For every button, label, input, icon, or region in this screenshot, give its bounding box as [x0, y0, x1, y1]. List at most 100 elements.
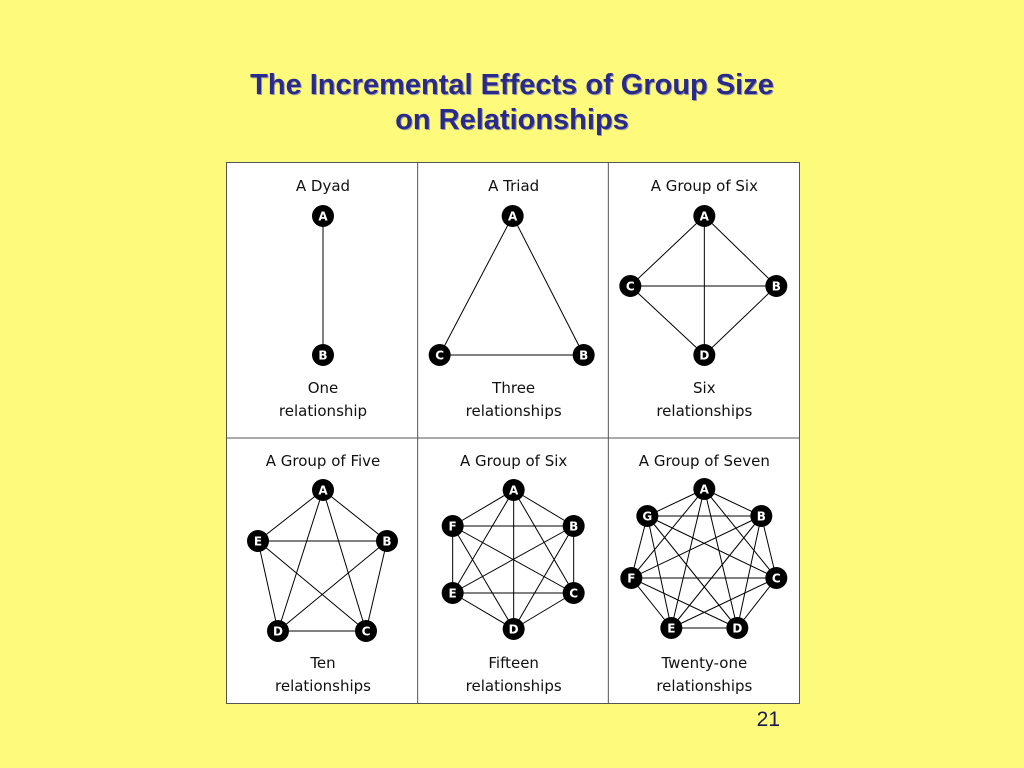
person-node-label-A: A — [509, 484, 519, 498]
person-node-A — [693, 478, 716, 500]
relationship-edge-AF — [452, 489, 514, 527]
relationship-edge-AC — [439, 215, 514, 356]
person-node-label-E: E — [667, 622, 675, 636]
person-node-D — [267, 620, 289, 642]
person-node-G — [636, 505, 659, 527]
person-node-label-D: D — [699, 349, 709, 363]
panel-caption-line-2: relationships — [656, 677, 752, 695]
person-node-label-F: F — [449, 520, 457, 534]
relationship-edge-AD — [277, 489, 324, 632]
person-node-E — [441, 582, 464, 604]
panel-caption-line-2: relationships — [275, 677, 371, 695]
slide-title-line-1: The Incremental Effects of Group Size — [250, 69, 774, 101]
relationship-edge-CD — [513, 592, 574, 630]
person-node-C — [765, 567, 788, 589]
person-node-label-E: E — [254, 535, 262, 549]
panel-caption-line-2: relationships — [656, 402, 752, 420]
person-node-label-B: B — [318, 349, 327, 363]
slide-title-line-2: on Relationships — [395, 104, 629, 136]
person-node-F — [441, 515, 464, 537]
relationship-edge-AC — [322, 489, 367, 632]
relationship-edge-AB — [512, 215, 585, 356]
person-node-E — [660, 617, 683, 639]
person-node-label-B: B — [569, 520, 578, 534]
relationship-edge-AC — [703, 488, 777, 579]
relationship-edge-AB — [703, 215, 777, 287]
person-node-label-C: C — [626, 280, 635, 294]
person-node-A — [693, 205, 716, 227]
person-node-B — [750, 505, 773, 527]
panel-title: A Triad — [488, 177, 539, 195]
panel-caption-line-1: One — [308, 379, 339, 397]
person-node-D — [502, 618, 525, 640]
person-node-label-B: B — [382, 535, 391, 549]
relationship-edge-AF — [630, 488, 705, 579]
person-node-label-E: E — [449, 587, 457, 601]
panel-title: A Group of Six — [460, 452, 567, 470]
person-node-B — [312, 344, 334, 366]
person-node-label-G: G — [642, 510, 652, 524]
panel-caption-line-1: Ten — [309, 654, 335, 672]
panel-caption-line-2: relationships — [466, 402, 562, 420]
relationship-edge-CE — [671, 577, 777, 629]
panel-seven: A Group of SevenTwenty-onerelationshipsA… — [620, 452, 788, 695]
panel-caption-line-1: Fifteen — [488, 654, 539, 672]
panel-caption-line-1: Twenty-one — [660, 654, 747, 672]
relationship-edge-AE — [670, 488, 705, 629]
person-node-A — [501, 205, 524, 227]
relationship-edge-CD — [629, 285, 705, 356]
person-node-D — [693, 344, 716, 366]
slide-title: The Incremental Effects of Group Size on… — [112, 68, 912, 138]
person-node-D — [726, 617, 749, 639]
person-node-C — [562, 582, 585, 604]
person-node-label-C: C — [362, 625, 371, 639]
relationship-edge-DF — [631, 577, 738, 629]
relationship-edge-CF — [452, 525, 574, 594]
panel-title: A Group of Five — [266, 452, 381, 470]
relationship-edge-BC — [365, 540, 388, 632]
relationship-edge-DF — [452, 525, 515, 630]
relationship-edge-DG — [646, 515, 738, 629]
person-node-C — [355, 620, 377, 642]
relationship-edge-AC — [513, 489, 575, 594]
relationship-edge-AE — [452, 489, 515, 594]
person-node-A — [312, 205, 334, 227]
panel-caption-line-1: Three — [491, 379, 535, 397]
relationship-edge-BD — [736, 515, 762, 629]
slide-number: 21 — [756, 708, 780, 731]
person-node-B — [572, 344, 595, 366]
relationship-edge-CE — [257, 540, 367, 632]
relationship-edge-BF — [631, 515, 762, 579]
relationship-edge-BE — [670, 515, 762, 629]
relationship-edge-AB — [513, 489, 574, 527]
panel-title: A Dyad — [296, 177, 350, 195]
person-node-label-A: A — [318, 210, 328, 224]
person-node-label-C: C — [435, 349, 444, 363]
person-node-A — [502, 479, 525, 501]
panel-title: A Group of Seven — [639, 452, 770, 470]
person-node-B — [562, 515, 585, 537]
person-node-F — [620, 567, 643, 589]
person-node-E — [247, 530, 269, 552]
person-node-label-D: D — [509, 623, 519, 637]
person-node-label-B: B — [579, 349, 588, 363]
relationship-edge-AC — [629, 215, 705, 287]
person-node-label-B: B — [757, 510, 766, 524]
person-node-label-B: B — [772, 280, 781, 294]
person-node-B — [765, 275, 788, 297]
relationship-edge-AD — [703, 488, 738, 629]
person-node-C — [428, 344, 451, 366]
relationship-edge-DE — [257, 540, 279, 632]
panel-caption-line-1: Six — [693, 379, 716, 397]
relationship-edge-AE — [257, 489, 324, 542]
person-node-label-A: A — [508, 210, 518, 224]
panel-caption-line-2: relationship — [279, 402, 367, 420]
panel-title: A Group of Six — [651, 177, 758, 195]
person-node-label-D: D — [732, 622, 742, 636]
